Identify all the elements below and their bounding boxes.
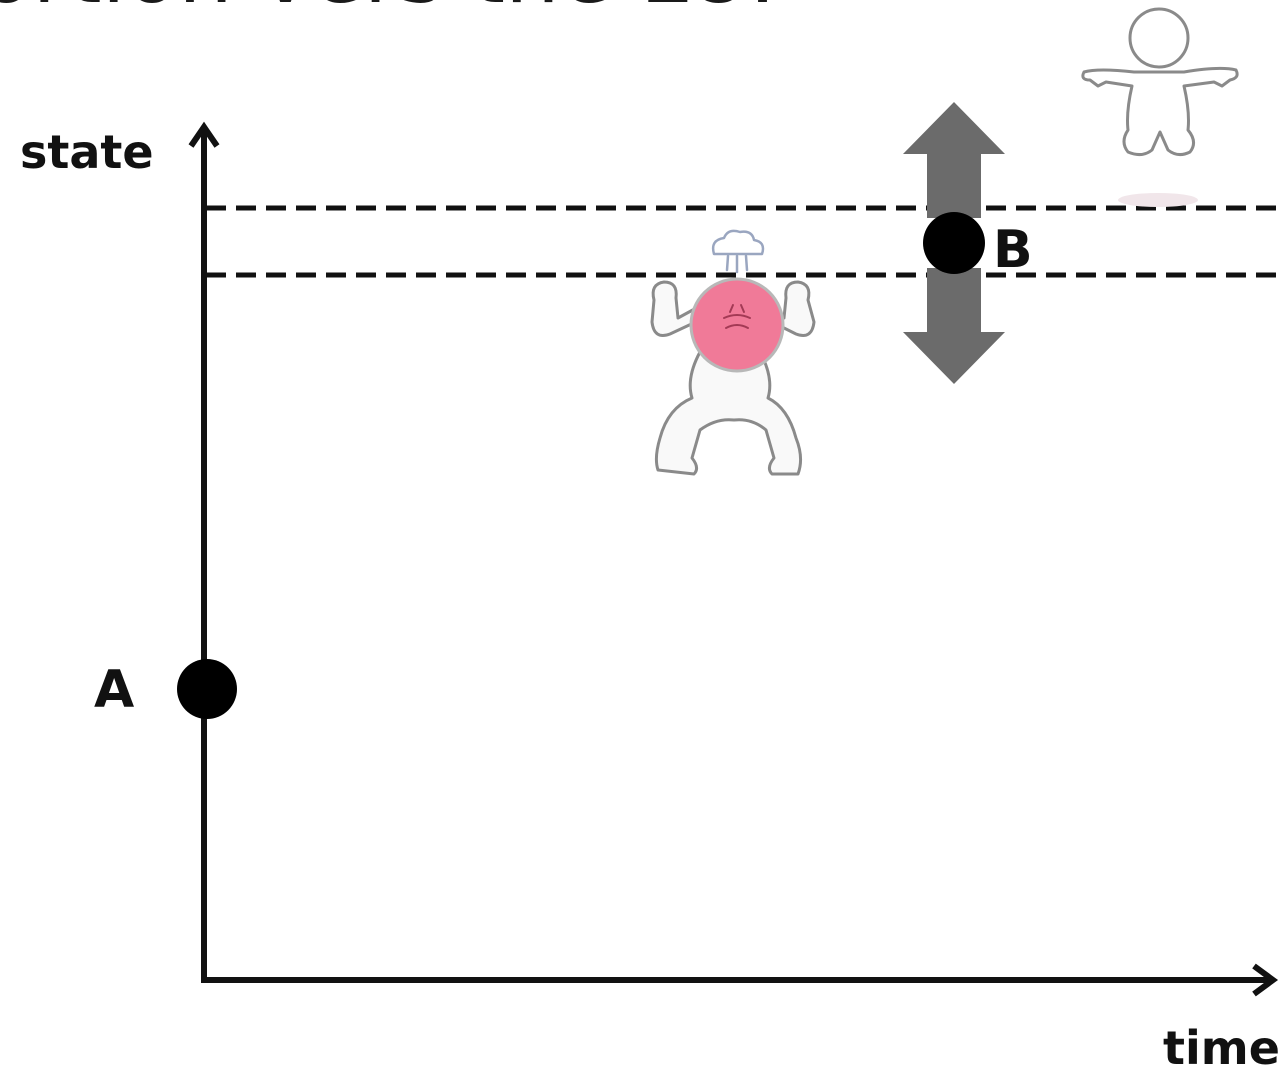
point-b-label: B — [993, 220, 1033, 280]
floating-figure-icon — [1081, 7, 1239, 207]
y-axis-arrowhead — [188, 121, 220, 148]
double-arrow-icon — [903, 102, 1005, 384]
angry-figure-icon — [650, 229, 816, 476]
slide-title-fragment: ortion vers the LO. — [0, 0, 776, 23]
x-axis-arrowhead — [1252, 963, 1279, 997]
x-axis-label: time — [1163, 1021, 1280, 1073]
point-a — [177, 659, 237, 719]
point-b — [923, 212, 985, 274]
y-axis-label: state — [20, 125, 154, 179]
point-a-label: A — [94, 660, 134, 720]
